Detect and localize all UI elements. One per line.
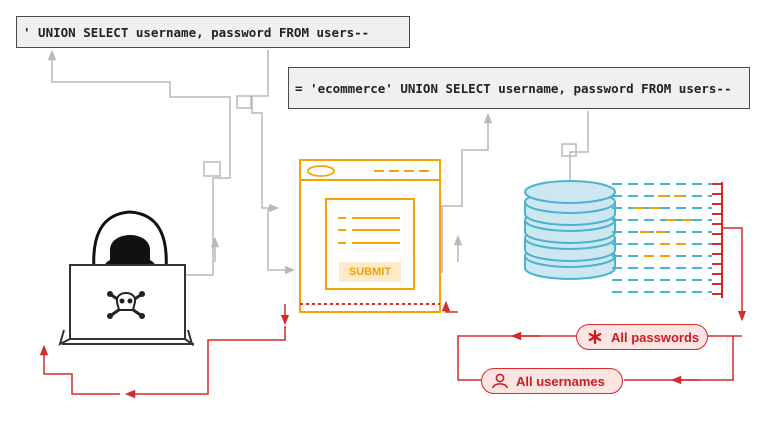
all-passwords-label: All passwords: [611, 329, 700, 345]
submit-button[interactable]: SUBMIT: [339, 262, 401, 282]
highlighted-password-cells: [634, 195, 692, 257]
browser-address-pill: [307, 165, 335, 177]
flow-junction-box: [203, 161, 221, 177]
flow-form-to-query2: [402, 112, 493, 273]
all-usernames-badge: All usernames: [481, 368, 623, 394]
all-passwords-badge: All passwords: [576, 324, 708, 350]
database-icon: [524, 180, 616, 280]
query-1-text: ' UNION SELECT username, password FROM u…: [23, 24, 370, 40]
sql-injection-query-1: ' UNION SELECT username, password FROM u…: [16, 16, 410, 48]
flow-hacker-loop: [39, 344, 120, 395]
flow-into-form: [267, 208, 296, 275]
flow-query2-to-db: [565, 111, 589, 191]
response-flow-lines: [39, 227, 747, 399]
sql-injection-query-2: = 'ecommerce' UNION SELECT username, pas…: [288, 67, 750, 109]
selected-rows-bracket: [712, 182, 723, 298]
query-2-text: = 'ecommerce' UNION SELECT username, pas…: [295, 80, 732, 96]
asterisk-icon: [585, 330, 605, 344]
skull-crossbones-icon: [107, 291, 145, 319]
flow-junction-box-2: [236, 95, 252, 109]
flow-junction-box-3: [561, 143, 577, 157]
attacker-icon: [92, 210, 168, 271]
web-form: [299, 159, 441, 313]
user-icon: [490, 373, 510, 389]
flow-into-form-right: [441, 300, 458, 313]
flow-back-to-hacker: [124, 326, 286, 399]
form-panel: [325, 198, 415, 290]
data-table-rows: [612, 183, 712, 293]
all-usernames-label: All usernames: [516, 373, 605, 389]
flow-db-to-usernames: [624, 336, 734, 381]
flow-bracket-down: [722, 227, 747, 322]
flow-query1-to-form: [251, 50, 280, 213]
